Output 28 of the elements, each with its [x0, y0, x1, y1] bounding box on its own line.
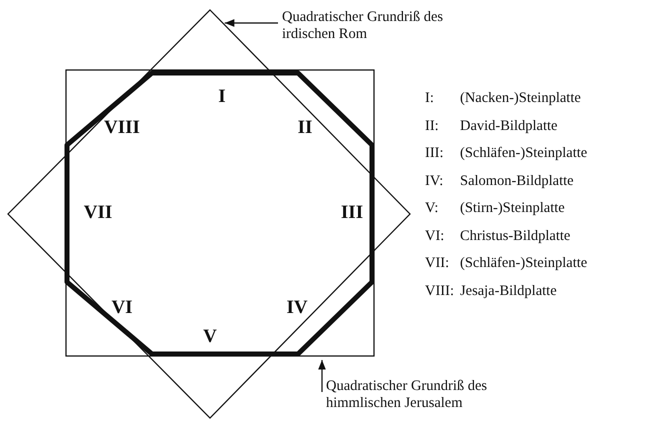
plate-numeral: I	[218, 86, 226, 108]
legend-description: Christus-Bildplatte	[460, 228, 570, 244]
legend-numeral: III:	[425, 145, 444, 162]
legend-description: Jesaja-Bildplatte	[460, 282, 557, 300]
legend-description: (Stirn-)Steinplatte	[460, 200, 565, 217]
plate-numeral: II	[298, 117, 312, 139]
legend-numeral: II:	[425, 118, 439, 134]
legend-description: David-Bildplatte	[460, 118, 558, 134]
callout-text: Quadratischer Grundriß des himmlischen Jerusalem	[326, 378, 546, 412]
legend-numeral: V:	[425, 200, 438, 217]
plate-numeral: VI	[111, 297, 133, 319]
plate-numeral: VII	[84, 202, 112, 224]
plate-numeral: V	[203, 326, 217, 348]
legend-description: (Schläfen-)Steinplatte	[460, 255, 588, 272]
legend-numeral: VI:	[425, 228, 444, 244]
legend-description: (Nacken-)Steinplatte	[460, 90, 581, 107]
legend-numeral: I:	[425, 90, 434, 107]
callout-text: Quadratischer Grundriß des irdischen Rom	[282, 9, 482, 43]
legend-numeral: VIII:	[425, 282, 454, 300]
legend-numeral: VII:	[425, 255, 450, 272]
legend-description: (Schläfen-)Steinplatte	[460, 145, 588, 162]
arrow	[318, 360, 326, 392]
plate-numeral: VIII	[104, 117, 140, 139]
legend-description: Salomon-Bildplatte	[460, 172, 574, 190]
plate-numeral: III	[340, 202, 364, 224]
plate-numeral: IV	[286, 297, 308, 319]
legend-numeral: IV:	[425, 172, 444, 190]
arrow	[224, 19, 278, 27]
